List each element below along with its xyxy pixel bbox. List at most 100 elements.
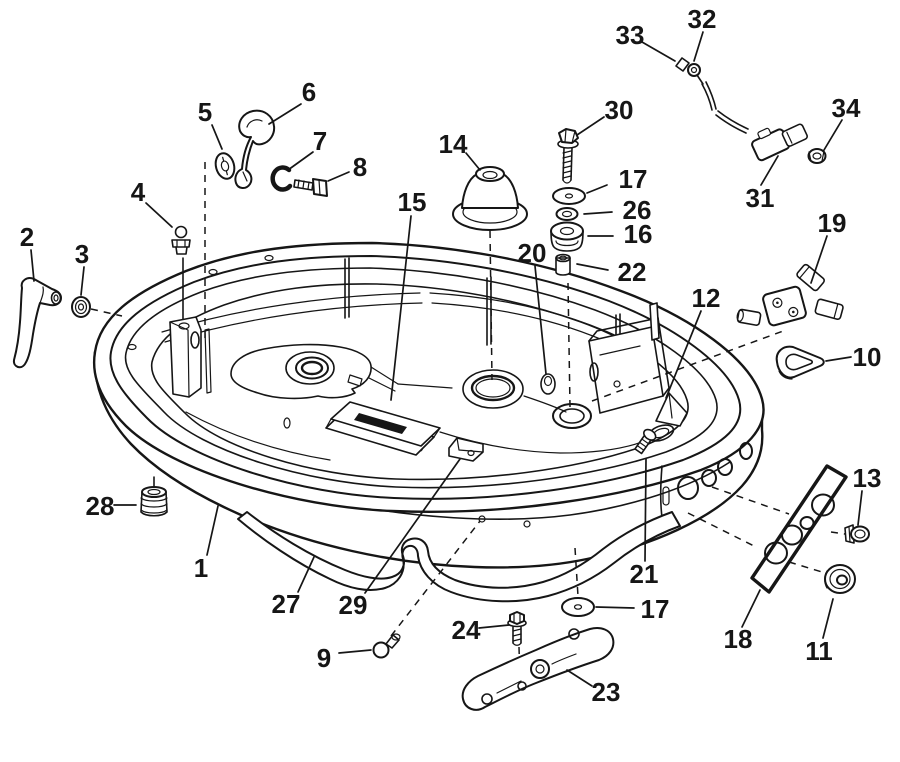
leader-line-4 bbox=[145, 202, 173, 228]
leader-line-1 bbox=[206, 505, 219, 556]
callout-26: 26 bbox=[623, 195, 652, 225]
callout-27: 27 bbox=[272, 589, 301, 619]
part-14-mount bbox=[452, 166, 528, 231]
part-24-bolt bbox=[507, 611, 527, 646]
assembly-dash-line bbox=[830, 531, 846, 535]
assembly-dash-lines bbox=[90, 162, 846, 682]
leader-line-29 bbox=[364, 458, 461, 594]
part-29-clip bbox=[448, 437, 484, 462]
part-7-c-clip bbox=[270, 165, 293, 192]
callout-leader-lines bbox=[30, 31, 863, 687]
callout-17: 17 bbox=[619, 164, 648, 194]
part-28-plug bbox=[140, 486, 168, 517]
leader-line-26 bbox=[583, 211, 613, 215]
callout-7: 7 bbox=[313, 126, 327, 156]
callout-23: 23 bbox=[592, 677, 621, 707]
leader-line-34 bbox=[823, 119, 843, 151]
callout-17: 17 bbox=[641, 594, 670, 624]
callout-21: 21 bbox=[630, 559, 659, 589]
part-31-connector bbox=[751, 123, 808, 162]
part-6-hook-lever bbox=[234, 109, 276, 189]
part-17-washer-bottom bbox=[561, 597, 595, 617]
part-32-lead-wire bbox=[687, 63, 749, 134]
leader-line-18 bbox=[741, 589, 761, 628]
part-5-washer bbox=[214, 152, 236, 180]
leader-line-9 bbox=[338, 649, 372, 654]
callout-8: 8 bbox=[353, 152, 367, 182]
part-15-plate bbox=[325, 401, 441, 456]
callout-28: 28 bbox=[86, 491, 115, 521]
callout-19: 19 bbox=[818, 208, 847, 238]
leader-line-32 bbox=[693, 31, 704, 62]
part-10-clip bbox=[775, 345, 825, 380]
assembly-dash-line bbox=[90, 308, 123, 317]
part-18-exhaust-plate bbox=[750, 464, 848, 594]
part-9-push-pin bbox=[372, 633, 401, 659]
leader-line-2 bbox=[30, 249, 35, 282]
leader-line-10 bbox=[825, 356, 852, 362]
callout-34: 34 bbox=[832, 93, 861, 123]
leader-line-8 bbox=[327, 171, 350, 182]
leader-line-20 bbox=[534, 265, 547, 375]
leader-line-5 bbox=[211, 124, 223, 150]
callout-numbers: 1234567891011121314151617171819202122232… bbox=[20, 4, 882, 707]
cowl-oval-opening bbox=[462, 369, 567, 413]
leader-line-30 bbox=[576, 116, 605, 136]
callout-30: 30 bbox=[605, 95, 634, 125]
callout-1: 1 bbox=[194, 553, 208, 583]
callout-22: 22 bbox=[618, 257, 647, 287]
callout-6: 6 bbox=[302, 77, 316, 107]
cowl-left-ring-port bbox=[230, 343, 453, 400]
part-22-spacer bbox=[555, 253, 571, 276]
leader-line-12 bbox=[665, 310, 702, 399]
leader-line-13 bbox=[857, 490, 863, 526]
callout-11: 11 bbox=[805, 636, 833, 666]
leader-line-17 bbox=[586, 184, 608, 194]
part-2-lever bbox=[12, 277, 62, 369]
part-27-gasket bbox=[237, 511, 681, 603]
leader-line-14 bbox=[465, 152, 481, 171]
part-8-screw bbox=[293, 178, 328, 197]
leader-line-33 bbox=[641, 41, 676, 62]
leader-line-6 bbox=[268, 103, 302, 125]
part-13-cap-nut bbox=[844, 524, 870, 544]
leader-line-23 bbox=[566, 669, 593, 687]
callout-2: 2 bbox=[20, 222, 34, 252]
cowl-left-post bbox=[169, 316, 212, 398]
part-4-fitting bbox=[171, 225, 191, 255]
callout-10: 10 bbox=[853, 342, 882, 372]
callout-20: 20 bbox=[518, 238, 547, 268]
callout-5: 5 bbox=[198, 97, 212, 127]
part-3-washer bbox=[71, 296, 91, 318]
assembly-dash-line bbox=[711, 486, 790, 515]
leader-line-21 bbox=[644, 458, 647, 562]
part-34-nut bbox=[807, 148, 827, 164]
leader-line-22 bbox=[576, 263, 609, 271]
assembly-dash-line bbox=[574, 547, 579, 597]
cowl-right-box bbox=[588, 302, 670, 414]
part-23-bracket bbox=[461, 627, 615, 711]
leader-line-17 bbox=[595, 606, 635, 609]
part-lower-cowl bbox=[93, 241, 765, 569]
callout-12: 12 bbox=[692, 283, 721, 313]
leader-line-7 bbox=[287, 151, 314, 171]
part-30-bolt bbox=[557, 128, 579, 184]
callout-32: 32 bbox=[688, 4, 717, 34]
leader-line-15 bbox=[390, 215, 412, 401]
part-33-sleeve bbox=[675, 57, 690, 72]
leader-line-27 bbox=[297, 556, 315, 593]
callout-29: 29 bbox=[339, 590, 368, 620]
callout-24: 24 bbox=[452, 615, 481, 645]
part-21-screw bbox=[634, 428, 657, 455]
part-16-bushing bbox=[550, 221, 584, 252]
callout-15: 15 bbox=[398, 187, 427, 217]
part-19-valve bbox=[736, 263, 844, 327]
callout-9: 9 bbox=[317, 643, 331, 673]
callout-16: 16 bbox=[624, 219, 653, 249]
callout-3: 3 bbox=[75, 239, 89, 269]
callout-31: 31 bbox=[746, 183, 775, 213]
leader-line-3 bbox=[80, 266, 85, 296]
callout-18: 18 bbox=[724, 624, 753, 654]
